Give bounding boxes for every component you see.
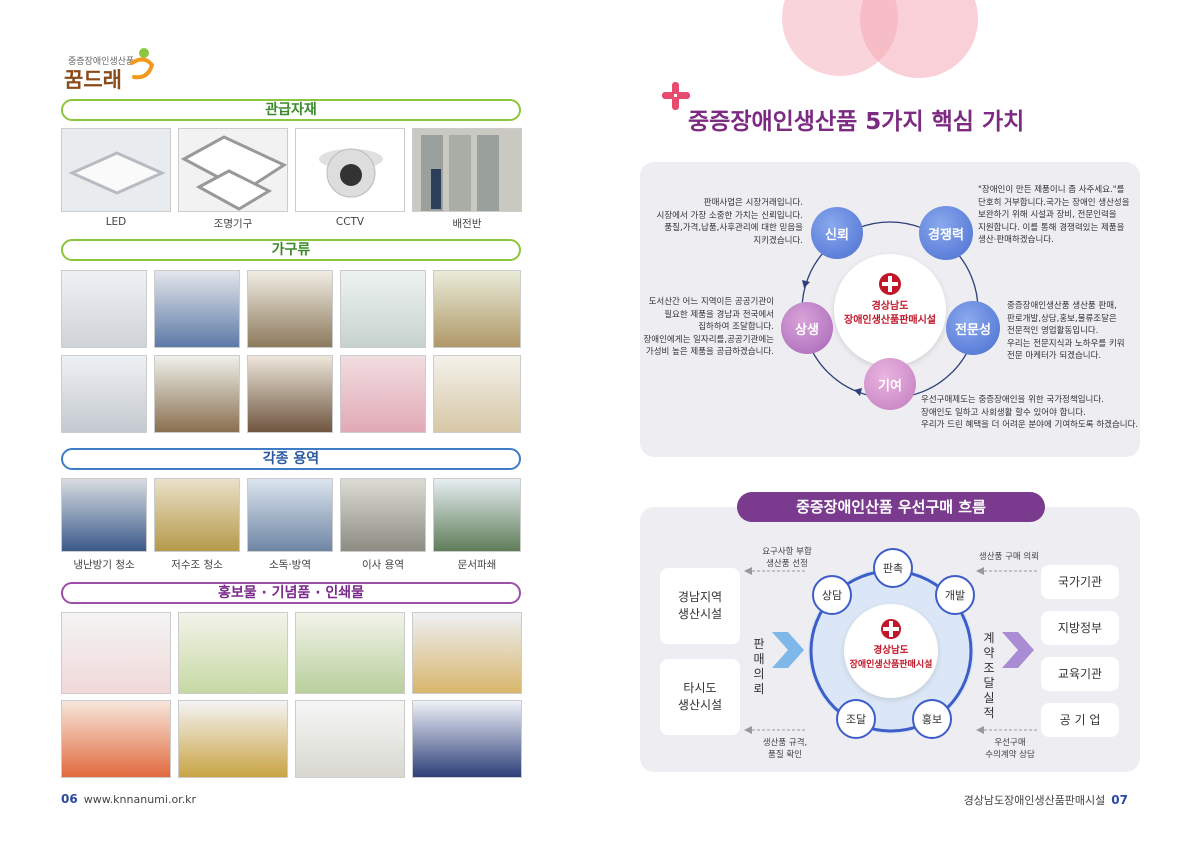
page-number-left: 06 — [61, 792, 78, 806]
flow-center-line2: 장애인생산품판매시설 — [849, 660, 933, 670]
box-national-agency: 국가기관 — [1041, 565, 1119, 599]
photo-switchboard — [412, 128, 522, 212]
value-trust: 신뢰 — [811, 207, 863, 259]
org-logo-icon — [879, 273, 901, 295]
photo-print-1 — [61, 612, 171, 694]
caption-hvac-cleaning: 냉난방기 청소 — [73, 559, 135, 571]
values-center: 경상남도 장애인생산품판매시설 — [834, 254, 946, 366]
caption-shredding: 문서파쇄 — [457, 559, 497, 571]
value-competitiveness: 경쟁력 — [919, 206, 973, 260]
photo-furniture-3 — [247, 270, 333, 348]
photo-disinfection — [247, 478, 333, 552]
category-furniture: 가구류 — [61, 239, 521, 261]
photo-print-5 — [61, 700, 171, 778]
plus-icon — [662, 82, 690, 110]
flow-node-develop: 개발 — [935, 575, 975, 615]
page-number-right: 07 — [1111, 793, 1128, 807]
photo-moving — [340, 478, 426, 552]
website-link[interactable]: www.knnanumi.or.kr — [83, 793, 197, 806]
photo-shredding — [433, 478, 521, 552]
desc-contribution: 우선구매제도는 중증장애인을 위한 국가정책입니다.장애인도 일하고 사회생활 … — [921, 395, 1139, 430]
box-public-enterprise: 공 기 업 — [1041, 703, 1119, 737]
flow-center-line1: 경상남도 — [873, 645, 909, 656]
caption-switchboard: 배전반 — [452, 218, 482, 230]
photo-lighting — [178, 128, 288, 212]
organization-name: 경상남도장애인생산품판매시설 — [963, 794, 1106, 807]
flow-title: 중증장애인산품 우선구매 흐름 — [737, 492, 1045, 522]
dashed-arrow-left — [976, 726, 1038, 734]
flow-center: 경상남도 장애인생산품판매시설 — [844, 604, 938, 698]
photo-print-6 — [178, 700, 288, 778]
page-title: 중증장애인생산품 5가지 핵심 가치 — [688, 109, 1025, 135]
dashed-arrow-left — [744, 567, 806, 575]
value-coexistence: 상생 — [781, 302, 833, 354]
photo-furniture-6 — [61, 355, 147, 433]
caption-disinfection: 소독·방역 — [269, 559, 311, 571]
photo-cctv — [295, 128, 405, 212]
flow-node-procure: 조달 — [836, 699, 876, 739]
photo-furniture-5 — [433, 270, 521, 348]
footer-right: 경상남도장애인생산품판매시설 07 — [964, 792, 1128, 808]
flow-node-promotion: 판촉 — [873, 548, 913, 588]
desc-trust: 판매사업은 시장거래입니다.시장에서 가장 소중한 가치는 신뢰입니다.품질,가… — [656, 198, 803, 246]
caption-led: LED — [105, 216, 127, 228]
photo-print-8 — [412, 700, 522, 778]
photo-print-2 — [178, 612, 288, 694]
logo: 꿈드래 — [64, 68, 122, 92]
dashed-arrow-left — [976, 567, 1038, 575]
decor-circle — [860, 0, 978, 78]
photo-furniture-7 — [154, 355, 240, 433]
value-contribution: 기여 — [864, 358, 916, 410]
category-printing: 홍보물 · 기념품 · 인쇄물 — [61, 582, 521, 604]
value-expertise: 전문성 — [946, 301, 1000, 355]
photo-furniture-4 — [340, 270, 426, 348]
flow-node-consult: 상담 — [812, 575, 852, 615]
flow-node-publicity: 홍보 — [912, 699, 952, 739]
photo-furniture-2 — [154, 270, 240, 348]
note-quality-check: 생산품 규격,품질 확인 — [762, 738, 808, 760]
category-services: 각종 용역 — [61, 448, 521, 470]
box-local-government: 지방정부 — [1041, 611, 1119, 645]
caption-water-tank: 저수조 청소 — [171, 559, 223, 571]
logo-mark-icon — [130, 48, 155, 80]
logo-subtitle: 중증장애인생산품 — [68, 57, 135, 67]
box-education-agency: 교육기관 — [1041, 657, 1119, 691]
note-purchase-request: 생산품 구매 의뢰 — [978, 552, 1040, 562]
photo-furniture-10 — [433, 355, 521, 433]
photo-print-7 — [295, 700, 405, 778]
arrow-right-icon — [772, 632, 804, 668]
photo-print-3 — [295, 612, 405, 694]
org-logo-icon — [881, 619, 901, 639]
photo-furniture-1 — [61, 270, 147, 348]
dashed-arrow-left — [744, 726, 806, 734]
photo-furniture-9 — [340, 355, 426, 433]
category-materials: 관급자재 — [61, 99, 521, 121]
photo-led — [61, 128, 171, 212]
caption-lighting: 조명기구 — [213, 218, 253, 230]
caption-moving: 이사 용역 — [362, 559, 404, 571]
footer-left: 06 www.knnanumi.or.kr — [61, 792, 196, 806]
values-center-line1: 경상남도 — [871, 301, 909, 312]
photo-furniture-8 — [247, 355, 333, 433]
photo-water-tank — [154, 478, 240, 552]
arrow-right-icon — [1002, 632, 1034, 668]
photo-hvac-cleaning — [61, 478, 147, 552]
photo-print-4 — [412, 612, 522, 694]
caption-cctv: CCTV — [335, 216, 365, 228]
values-center-line2: 장애인생산품판매시설 — [844, 315, 936, 326]
